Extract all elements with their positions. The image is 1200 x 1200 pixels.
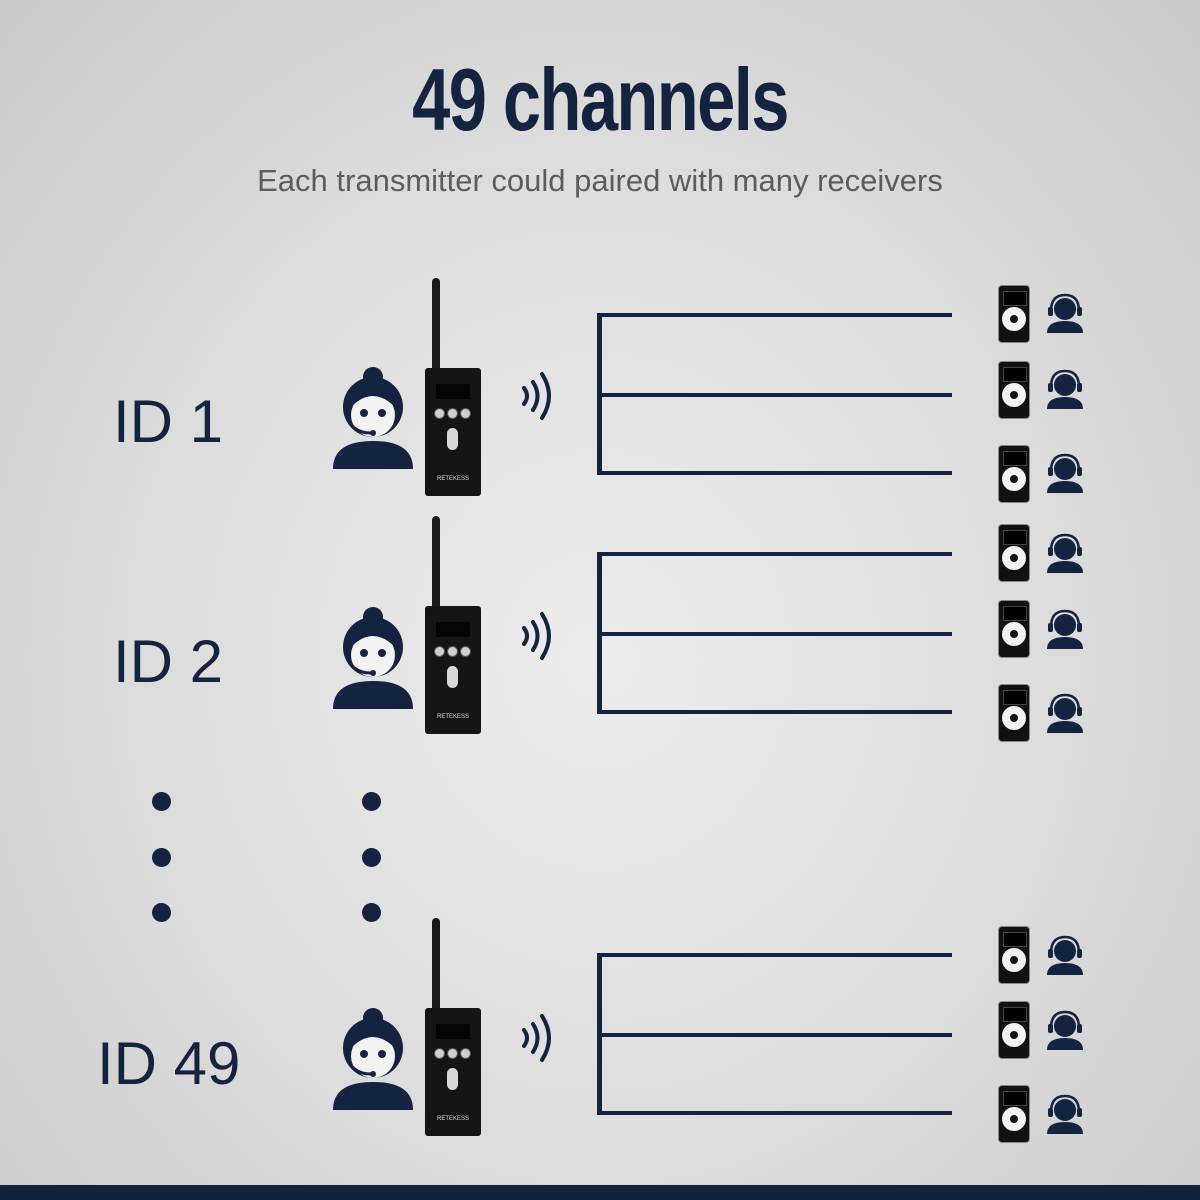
person-with-headphones-icon	[1047, 935, 1083, 975]
connector-branch	[597, 471, 952, 475]
receiver-device-icon	[998, 524, 1030, 582]
antenna	[432, 516, 440, 611]
connector-branch	[597, 1111, 952, 1115]
wireless-signal-icon	[522, 612, 551, 660]
transmitter-button	[434, 1048, 445, 1059]
transmitter-button	[447, 1048, 458, 1059]
transmitter-screen	[436, 622, 470, 637]
person-with-headphones-icon	[1047, 1010, 1083, 1050]
id-label: ID 49	[97, 1030, 241, 1097]
footer-bar	[0, 1185, 1200, 1200]
person-with-headset-icon	[333, 1008, 413, 1110]
transmitter-button	[434, 646, 445, 657]
ellipsis-dot	[152, 903, 171, 922]
connector-branch	[597, 710, 952, 714]
person-with-headphones-icon	[1047, 693, 1083, 733]
transmitter-brand: RETEKESS	[436, 1116, 469, 1122]
transmitter-screen	[436, 1024, 470, 1039]
id-label: ID 2	[113, 628, 224, 695]
ellipsis-dot	[152, 848, 171, 867]
connector-branch	[597, 632, 952, 636]
ellipsis-dot	[152, 792, 171, 811]
wireless-signal-icon	[522, 1014, 551, 1062]
ellipsis-dot	[362, 903, 381, 922]
receiver-device-icon	[998, 1085, 1030, 1143]
transmitter-slider	[447, 428, 458, 450]
transmitter-button	[460, 1048, 471, 1059]
transmitter-brand: RETEKESS	[436, 476, 469, 482]
connector-branch	[597, 393, 952, 397]
page-subtitle: Each transmitter could paired with many …	[257, 163, 943, 198]
transmitter-screen	[436, 384, 470, 399]
transmitter-button	[447, 646, 458, 657]
receiver-device-icon	[998, 285, 1030, 343]
transmitter-button	[434, 408, 445, 419]
receiver-device-icon	[998, 361, 1030, 419]
connector-branch	[597, 953, 952, 957]
person-with-headphones-icon	[1047, 533, 1083, 573]
person-with-headphones-icon	[1047, 293, 1083, 333]
transmitter-device-icon: RETEKESS	[425, 1008, 481, 1136]
ellipsis-dot	[362, 792, 381, 811]
person-with-headphones-icon	[1047, 1094, 1083, 1134]
receiver-device-icon	[998, 600, 1030, 658]
person-with-headphones-icon	[1047, 369, 1083, 409]
id-label: ID 1	[113, 388, 224, 455]
person-with-headphones-icon	[1047, 609, 1083, 649]
antenna	[432, 278, 440, 373]
person-with-headphones-icon	[1047, 453, 1083, 493]
receiver-device-icon	[998, 684, 1030, 742]
transmitter-brand: RETEKESS	[436, 714, 469, 720]
wireless-signal-icon	[522, 372, 551, 420]
transmitter-button	[460, 646, 471, 657]
receiver-device-icon	[998, 1001, 1030, 1059]
receiver-device-icon	[998, 445, 1030, 503]
transmitter-button	[447, 408, 458, 419]
transmitter-button	[460, 408, 471, 419]
connector-branch	[597, 1033, 952, 1037]
person-with-headset-icon	[333, 367, 413, 469]
transmitter-slider	[447, 666, 458, 688]
ellipsis-dot	[362, 848, 381, 867]
transmitter-slider	[447, 1068, 458, 1090]
transmitter-device-icon: RETEKESS	[425, 606, 481, 734]
person-with-headset-icon	[333, 607, 413, 709]
connector-branch	[597, 313, 952, 317]
transmitter-device-icon: RETEKESS	[425, 368, 481, 496]
antenna	[432, 918, 440, 1013]
connector-branch	[597, 552, 952, 556]
page-title: 49 channels	[412, 50, 789, 149]
receiver-device-icon	[998, 926, 1030, 984]
